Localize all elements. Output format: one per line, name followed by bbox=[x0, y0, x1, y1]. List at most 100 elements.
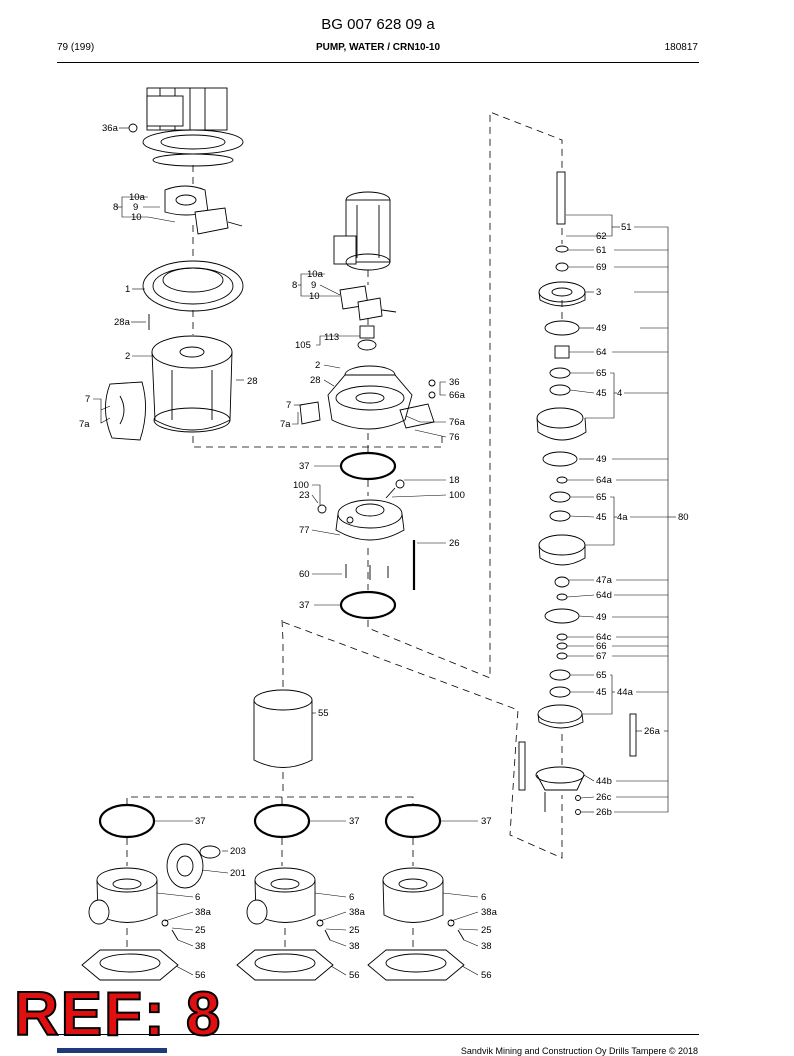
label-26a: 26a bbox=[644, 726, 661, 737]
document-date: 180817 bbox=[664, 42, 698, 53]
label-66: 66 bbox=[596, 641, 607, 652]
label-203: 203 bbox=[230, 846, 246, 857]
label-2: 2 bbox=[315, 360, 320, 371]
label-55: 55 bbox=[318, 708, 329, 719]
label-62: 62 bbox=[596, 231, 607, 242]
label-69: 69 bbox=[596, 262, 607, 273]
sleeve-55 bbox=[253, 689, 313, 768]
label-51: 51 bbox=[621, 222, 632, 233]
page-number: 79 (199) bbox=[57, 42, 95, 53]
label-60: 60 bbox=[299, 569, 310, 580]
label-26b: 26b bbox=[596, 807, 612, 818]
sandvik-logo bbox=[57, 1048, 167, 1053]
label-36: 36 bbox=[449, 377, 460, 388]
label-38a: 38a bbox=[195, 907, 212, 918]
label-28a: 28a bbox=[114, 317, 131, 328]
label-45: 45 bbox=[596, 388, 607, 399]
label-23: 23 bbox=[299, 490, 310, 501]
label-10a: 10a bbox=[307, 269, 324, 280]
o-ring-37-lower bbox=[339, 590, 397, 620]
coupling-left bbox=[164, 185, 243, 235]
label-64a: 64a bbox=[596, 475, 613, 486]
label-25: 25 bbox=[481, 925, 492, 936]
shaft-seal-105 bbox=[357, 325, 377, 351]
label-100: 100 bbox=[449, 490, 465, 501]
label-7a: 7a bbox=[79, 419, 90, 430]
label-9: 9 bbox=[133, 202, 138, 213]
base-plate-56-left-hole bbox=[99, 953, 161, 973]
label-44a: 44a bbox=[617, 687, 634, 698]
pump-head-middle bbox=[327, 365, 413, 430]
plug-36a bbox=[128, 123, 138, 133]
base-plate-56-left bbox=[81, 949, 179, 981]
label-45: 45 bbox=[596, 687, 607, 698]
motor-assembly-middle bbox=[333, 191, 391, 271]
label-7: 7 bbox=[85, 394, 90, 405]
label-37: 37 bbox=[349, 816, 360, 827]
coupling-guard-7 bbox=[105, 381, 146, 441]
callout-labels: 36a 10a 8 9 10 1 28a 2 28 7 7a 10a 8 9 1… bbox=[79, 123, 689, 981]
label-38a: 38a bbox=[481, 907, 498, 918]
label-37: 37 bbox=[299, 600, 310, 611]
gasket-203 bbox=[199, 845, 221, 859]
nuts-60 bbox=[345, 564, 389, 580]
label-2: 2 bbox=[125, 351, 130, 362]
label-65: 65 bbox=[596, 670, 607, 681]
label-38a: 38a bbox=[349, 907, 366, 918]
motor-stool-2 bbox=[151, 335, 233, 433]
label-26: 26 bbox=[449, 538, 460, 549]
base-plate-56-middle bbox=[236, 949, 334, 981]
coupling-middle bbox=[339, 285, 397, 321]
label-10a: 10a bbox=[129, 192, 146, 203]
label-61: 61 bbox=[596, 245, 607, 256]
label-49: 49 bbox=[596, 323, 607, 334]
plug-23 bbox=[317, 504, 327, 514]
pump-head-77 bbox=[335, 499, 405, 541]
label-44b: 44b bbox=[596, 776, 612, 787]
o-ring-37-base-2 bbox=[253, 803, 311, 839]
label-201: 201 bbox=[230, 868, 246, 879]
label-7a: 7a bbox=[280, 419, 291, 430]
label-6: 6 bbox=[349, 892, 354, 903]
label-56: 56 bbox=[481, 970, 492, 981]
label-10: 10 bbox=[309, 291, 320, 302]
label-28: 28 bbox=[310, 375, 321, 386]
label-38: 38 bbox=[349, 941, 360, 952]
coupling-guard-7-middle bbox=[299, 401, 321, 425]
label-36a: 36a bbox=[102, 123, 119, 134]
label-113: 113 bbox=[324, 332, 339, 343]
label-3: 3 bbox=[596, 287, 601, 298]
label-49: 49 bbox=[596, 612, 607, 623]
vent-screw-18 bbox=[385, 479, 405, 499]
label-38: 38 bbox=[195, 941, 206, 952]
label-76a: 76a bbox=[449, 417, 466, 428]
label-65: 65 bbox=[596, 492, 607, 503]
label-4: 4 bbox=[617, 388, 622, 399]
label-25: 25 bbox=[195, 925, 206, 936]
label-18: 18 bbox=[449, 475, 460, 486]
footer-rule bbox=[57, 1034, 699, 1035]
label-38: 38 bbox=[481, 941, 492, 952]
label-1: 1 bbox=[125, 284, 130, 295]
label-56: 56 bbox=[195, 970, 206, 981]
label-100: 100 bbox=[293, 480, 309, 491]
drain-plugs bbox=[161, 919, 465, 941]
header-rule bbox=[57, 62, 699, 63]
label-64: 64 bbox=[596, 347, 607, 358]
section-title: PUMP, WATER / CRN10-10 bbox=[315, 42, 441, 53]
label-8: 8 bbox=[113, 202, 118, 213]
footer-copyright: Sandvik Mining and Construction Oy Drill… bbox=[460, 1046, 698, 1056]
label-80: 80 bbox=[678, 512, 689, 523]
label-6: 6 bbox=[481, 892, 486, 903]
label-77: 77 bbox=[299, 525, 310, 536]
label-45: 45 bbox=[596, 512, 607, 523]
document-title: BG 007 628 09 a bbox=[321, 16, 435, 33]
label-37: 37 bbox=[195, 816, 206, 827]
o-ring-37-base-1 bbox=[98, 803, 156, 839]
motor-stool-ring-1 bbox=[142, 260, 244, 312]
label-66a: 66a bbox=[449, 390, 466, 401]
base-plate-56-middle-hole bbox=[254, 953, 316, 973]
label-76: 76 bbox=[449, 432, 460, 443]
label-56: 56 bbox=[349, 970, 360, 981]
